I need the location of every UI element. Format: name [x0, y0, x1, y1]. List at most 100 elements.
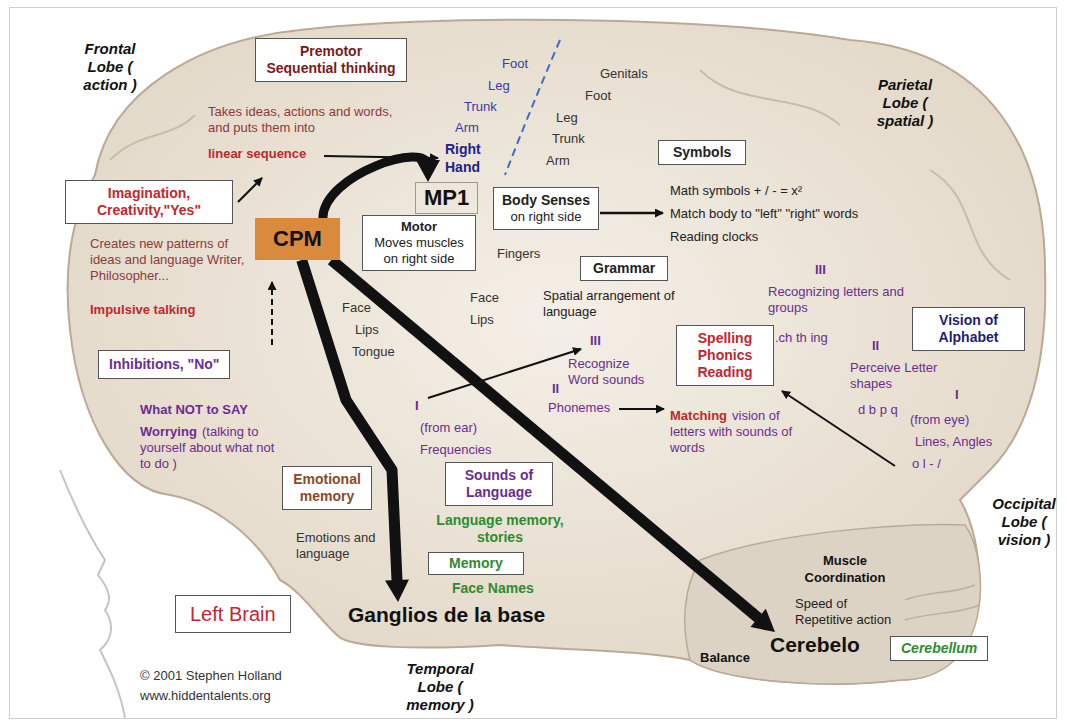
- process-box: Grammar: [580, 256, 668, 281]
- process-box: Vision of Alphabet: [912, 307, 1025, 351]
- leader-arrow: [600, 212, 663, 215]
- connector-arrow: [323, 157, 440, 218]
- cerebellum-fold: [905, 585, 975, 600]
- body-part-label: Face: [470, 290, 499, 306]
- leader-arrow: [619, 408, 664, 410]
- note-text: Frequencies: [420, 442, 492, 458]
- note-text: Lines, Angles: [915, 434, 992, 450]
- node-text: Spelling Phonics Reading: [685, 330, 765, 381]
- note-text: Math symbols + / - = x²: [670, 183, 802, 199]
- node-text: Premotor Sequential thinking: [264, 43, 398, 77]
- process-box: Symbols: [658, 140, 746, 165]
- note-text: Speed of Repetitive action: [795, 596, 900, 628]
- note-text: Takes ideas, actions and words, and puts…: [208, 104, 408, 136]
- note-text: (talking to yourself about what not to d…: [140, 424, 275, 472]
- node-text: on right side: [502, 209, 590, 225]
- gyrus-line: [110, 115, 195, 160]
- connector-line: [323, 157, 428, 218]
- note-text: Emotions and language: [296, 530, 386, 562]
- note-text: Match body to "left" "right" words: [670, 206, 858, 222]
- process-box: Premotor Sequential thinking: [255, 38, 407, 82]
- body-part-label: Face: [342, 300, 371, 316]
- lobe-label: Occipital Lobe ( vision ): [985, 495, 1063, 549]
- note-text: Spatial arrangement of language: [543, 288, 703, 320]
- node-text: CPM: [273, 226, 322, 252]
- node-text: Left Brain: [190, 602, 276, 626]
- note-text: .ch th ing: [775, 330, 828, 346]
- leader-arrow: [271, 282, 273, 345]
- node-text: Moves muscles on right side: [369, 235, 469, 267]
- note-text: d b p q: [858, 402, 898, 418]
- note-text: (from ear): [420, 420, 477, 436]
- node-text: Inhibitions, "No": [109, 356, 219, 373]
- gyrus-line: [930, 170, 1010, 280]
- body-part-label: Lips: [355, 322, 379, 338]
- note-text: Matching: [670, 408, 727, 424]
- body-part-label: Fingers: [497, 246, 540, 262]
- node-text: Memory: [449, 555, 503, 572]
- target-label: Ganglios de la base: [348, 602, 545, 627]
- node-text: Imagination, Creativity,"Yes": [74, 185, 224, 219]
- process-box: Spelling Phonics Reading: [676, 325, 774, 386]
- node-text: Vision of Alphabet: [921, 312, 1016, 346]
- process-box: Imagination, Creativity,"Yes": [65, 180, 233, 224]
- note-text: Language memory, stories: [425, 512, 575, 546]
- stage-number: II: [872, 338, 879, 354]
- note-text: Balance: [700, 650, 750, 666]
- note-text: What NOT to SAY: [140, 402, 248, 418]
- note-text: Phonemes: [548, 400, 610, 416]
- cerebellum-fold: [905, 605, 980, 620]
- body-part-label: Lips: [470, 312, 494, 328]
- process-box: Emotional memory: [282, 466, 372, 510]
- note-text: (from eye): [910, 412, 969, 428]
- title-box: Left Brain: [175, 595, 291, 633]
- body-part-label: Right Hand: [445, 140, 497, 176]
- body-part-label: Trunk: [552, 131, 585, 147]
- picture-frame: [10, 8, 1057, 719]
- note-text: linear sequence: [208, 146, 306, 162]
- brain-outline: [68, 20, 1046, 684]
- stage-number: I: [415, 398, 419, 414]
- arrow-head: [385, 579, 409, 602]
- process-box: Sounds of Language: [445, 462, 553, 506]
- copyright-text: © 2001 Stephen Holland: [140, 668, 282, 684]
- body-part-label: Genitals: [600, 66, 648, 82]
- stage-number: III: [590, 333, 601, 349]
- note-text: Muscle Coordination: [790, 552, 900, 586]
- process-box: Cerebellum: [890, 636, 988, 661]
- lobe-label: Frontal Lobe ( action ): [70, 40, 150, 94]
- body-part-label: Tongue: [352, 344, 395, 360]
- connector-arrow: [331, 260, 775, 632]
- node-text: Motor: [369, 219, 469, 235]
- note-text: o l - /: [912, 456, 941, 472]
- node-text: MP1: [424, 185, 469, 211]
- stage-number: II: [552, 381, 559, 397]
- note-text: Recognize Word sounds: [568, 356, 663, 388]
- gyrus-line: [700, 70, 840, 125]
- node-text: Symbols: [673, 144, 731, 161]
- node-text: Body Senses: [502, 192, 590, 209]
- process-box: Inhibitions, "No": [98, 350, 230, 379]
- lobe-label: Parietal Lobe ( spatial ): [860, 76, 950, 130]
- process-box: MotorMoves muscles on right side: [362, 215, 476, 271]
- body-part-label: Trunk: [464, 99, 497, 115]
- node-text: Ganglios de la base: [348, 602, 545, 627]
- note-text: Creates new patterns of ideas and langua…: [90, 236, 248, 284]
- note-text: Perceive Letter shapes: [850, 360, 950, 392]
- leader-arrow: [238, 178, 262, 202]
- highlight-box: CPM: [255, 218, 340, 260]
- lobe-label: Temporal Lobe ( memory ): [395, 660, 485, 714]
- note-text: Recognizing letters and groups: [768, 284, 918, 316]
- node-text: Sounds of Language: [454, 467, 544, 501]
- note-text: Reading clocks: [670, 229, 758, 245]
- body-part-label: Foot: [502, 56, 528, 72]
- body-part-label: Leg: [556, 110, 578, 126]
- note-text: vision of letters with sounds of words: [670, 408, 795, 456]
- stage-number: III: [815, 262, 826, 278]
- note-text: Face Names: [452, 580, 534, 597]
- node-text: Cerebellum: [901, 640, 977, 657]
- process-box: Body Senseson right side: [493, 187, 599, 230]
- body-part-label: Leg: [488, 78, 510, 94]
- stage-number: I: [955, 387, 959, 403]
